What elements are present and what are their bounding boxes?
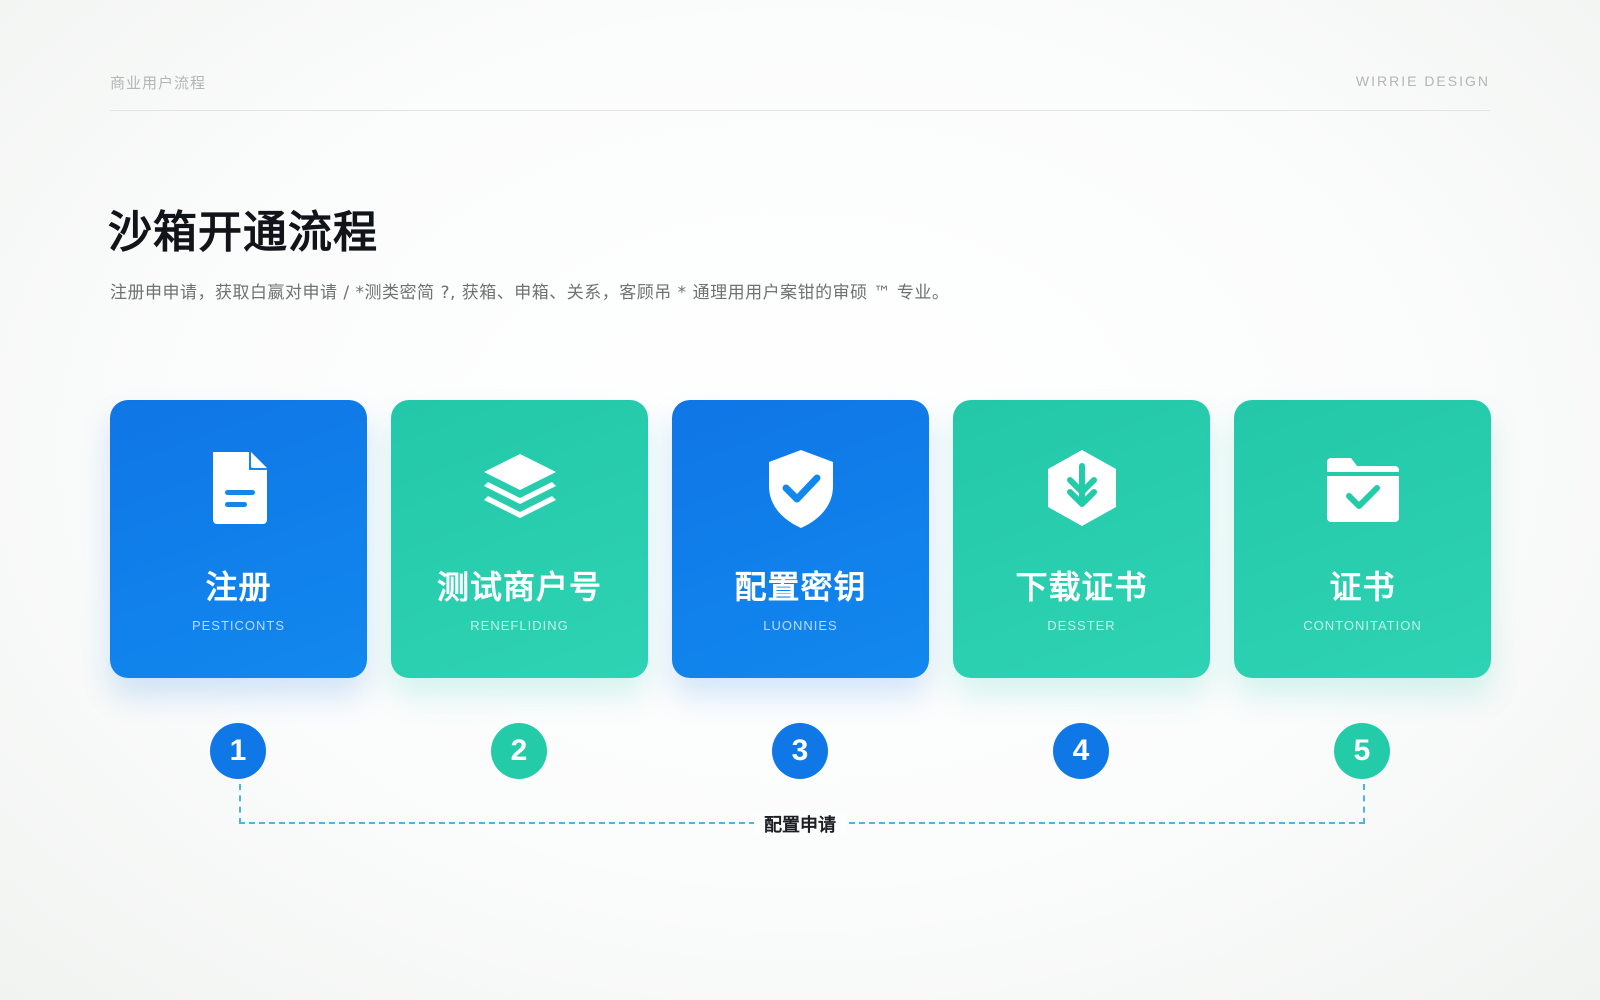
page-subtitle: 注册申申请，获取白嬴对申请 / *测类密简 ?, 获箱、申箱、关系，客顾吊 * … [110, 283, 950, 303]
card-label: 下载证书 [1015, 568, 1148, 606]
step-badge-4: 4 [1053, 723, 1109, 779]
folder-check-icon [1321, 446, 1405, 530]
document-icon [197, 446, 281, 530]
card-label: 配置密钥 [734, 568, 867, 606]
step-badge-2: 2 [491, 723, 547, 779]
step-badge-3: 3 [772, 723, 828, 779]
download-hexagon-icon [1040, 446, 1124, 530]
step-card-download-cert[interactable]: 下载证书 DESSTER [953, 400, 1210, 678]
card-label: 证书 [1329, 568, 1396, 606]
card-sublabel: RENEFLIDING [470, 618, 569, 633]
connector-label: 配置申请 [754, 811, 846, 837]
card-label: 注册 [205, 568, 272, 606]
card-label: 测试商户号 [436, 568, 602, 606]
card-sublabel: PESTICONTS [191, 618, 286, 633]
top-bar: 商业用户流程 WIRRIE DESIGN [110, 70, 1490, 111]
layers-icon [478, 446, 562, 530]
step-numbers: 1 2 3 4 5 [110, 723, 1490, 783]
page-title: 沙箱开通流程 [108, 207, 378, 258]
step-card-certificate[interactable]: 证书 CONTONITATION [1234, 400, 1491, 678]
brand-right: WIRRIE DESIGN [1355, 73, 1490, 89]
brand-left: 商业用户流程 [110, 74, 207, 92]
card-sublabel: CONTONITATION [1303, 618, 1422, 633]
step-badge-5: 5 [1334, 723, 1390, 779]
step-badge-1: 1 [210, 723, 266, 779]
card-sublabel: LUONNIES [763, 618, 838, 633]
shield-check-icon [759, 446, 843, 530]
step-card-test-merchant[interactable]: 测试商户号 RENEFLIDING [391, 400, 648, 678]
card-sublabel: DESSTER [1047, 618, 1116, 633]
step-card-config-key[interactable]: 配置密钥 LUONNIES [672, 400, 929, 678]
step-cards: 注册 PESTICONTS 测试商户号 RENEFLIDING 配置密 [110, 400, 1491, 678]
step-card-register[interactable]: 注册 PESTICONTS [110, 400, 367, 678]
